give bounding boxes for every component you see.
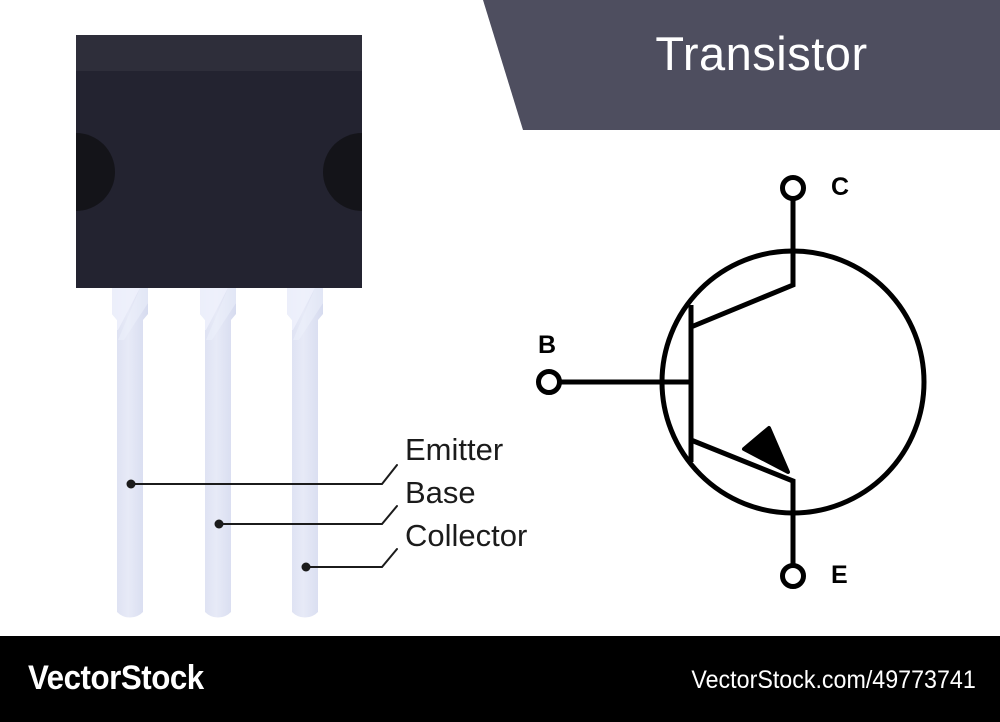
pin-base bbox=[200, 288, 236, 618]
symbol-collector-lead bbox=[690, 198, 796, 330]
header-banner bbox=[483, 0, 1000, 130]
page-title: Transistor bbox=[655, 27, 868, 80]
symbol-terminal-label-emitter: E bbox=[831, 561, 848, 589]
symbol-emitter-lead bbox=[690, 437, 796, 566]
leader-line-emitter bbox=[130, 464, 398, 485]
transistor-pins bbox=[112, 288, 323, 618]
symbol-envelope-circle bbox=[659, 248, 927, 516]
terminal-node-collector bbox=[780, 175, 806, 201]
leader-line-collector bbox=[305, 548, 398, 568]
leader-dot-collector bbox=[301, 562, 311, 572]
pin-emitter bbox=[112, 288, 148, 618]
pin-collector bbox=[287, 288, 323, 618]
callout-leader-lines bbox=[126, 464, 398, 572]
vectorstock-logo: VectorStock bbox=[28, 659, 204, 697]
leader-dot-emitter bbox=[126, 479, 136, 489]
mounting-hole-right bbox=[323, 133, 362, 211]
terminal-node-base bbox=[536, 369, 562, 395]
callout-label-collector: Collector bbox=[405, 518, 528, 553]
callout-label-emitter: Emitter bbox=[405, 432, 504, 467]
transistor-symbol bbox=[536, 175, 927, 589]
leader-line-base bbox=[218, 505, 398, 525]
transistor-body bbox=[76, 35, 362, 288]
symbol-terminal-label-base: B bbox=[538, 331, 557, 359]
footer-bar bbox=[0, 636, 1000, 722]
terminal-node-emitter bbox=[780, 563, 806, 589]
callout-label-base: Base bbox=[405, 475, 476, 510]
vectorstock-url: VectorStock.com/49773741 bbox=[691, 666, 976, 694]
mounting-hole-left bbox=[76, 133, 115, 211]
symbol-emitter-arrow bbox=[742, 426, 790, 474]
leader-dot-base bbox=[214, 519, 224, 529]
symbol-terminal-label-collector: C bbox=[831, 173, 850, 201]
